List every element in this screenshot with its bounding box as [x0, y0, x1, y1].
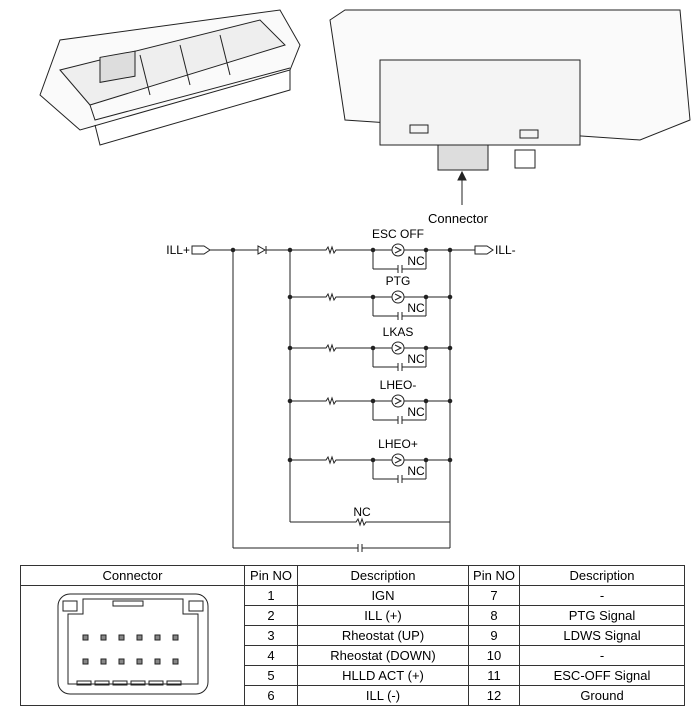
nc-resistor-label: NC	[353, 505, 371, 519]
lamp-label: LHEO-	[380, 378, 417, 392]
resistor-icon	[352, 517, 368, 527]
pin-description: ESC-OFF Signal	[519, 665, 685, 686]
lamp-arrow	[394, 456, 403, 464]
pin-description: -	[519, 645, 685, 666]
pin-number: 3	[244, 625, 298, 646]
junction	[447, 345, 453, 351]
switch-illustration-front	[39, 9, 301, 146]
lamp-label: ESC OFF	[372, 227, 424, 241]
pin-description: Ground	[519, 685, 685, 706]
lamp-arrow	[394, 397, 403, 405]
pin-number: 6	[244, 685, 298, 706]
nc-label: NC	[407, 405, 425, 419]
junction	[447, 294, 453, 300]
pin-description: Rheostat (UP)	[297, 625, 469, 646]
nc-label: NC	[407, 254, 425, 268]
pin-description: IGN	[297, 585, 469, 606]
pin-number: 1	[244, 585, 298, 606]
nc-label: NC	[407, 352, 425, 366]
nc-label: NC	[407, 464, 425, 478]
ill-plus-label: ILL+	[166, 243, 190, 257]
junction	[447, 398, 453, 404]
pin-number: 11	[468, 665, 520, 686]
lamp-label: LHEO+	[378, 437, 418, 451]
capacitor-icon	[397, 312, 403, 320]
pin-description: LDWS Signal	[519, 625, 685, 646]
pin-number: 9	[468, 625, 520, 646]
nc-label: NC	[407, 301, 425, 315]
lamp-icon	[391, 341, 405, 355]
diode-icon	[257, 245, 267, 255]
pin-description: PTG Signal	[519, 605, 685, 626]
diagram: Connector ILL+ ESC OFF NC PTG NC LKAS NC LHEO- N…	[39, 9, 691, 552]
pin-number: 12	[468, 685, 520, 706]
lamp-icon	[391, 394, 405, 408]
header-description: Description	[297, 565, 469, 586]
pin-description: ILL (+)	[297, 605, 469, 626]
header-description: Description	[519, 565, 685, 586]
capacitor-icon	[357, 544, 363, 552]
lamp-arrow	[394, 246, 403, 254]
ill-minus-label: ILL-	[495, 243, 516, 257]
pin-number: 7	[468, 585, 520, 606]
pin-number: 4	[244, 645, 298, 666]
resistor-icon	[322, 343, 338, 353]
terminal-icon	[191, 245, 211, 255]
resistor-icon	[322, 292, 338, 302]
lamp-label: PTG	[386, 274, 411, 288]
header-pin: Pin NO	[468, 565, 520, 586]
pin-number: 5	[244, 665, 298, 686]
connector-image	[20, 585, 245, 706]
terminal-icon	[474, 245, 494, 255]
resistor-icon	[322, 396, 338, 406]
pin-number: 2	[244, 605, 298, 626]
resistor-icon	[322, 455, 338, 465]
junction	[447, 457, 453, 463]
resistor-icon	[322, 245, 338, 255]
lamp-icon	[391, 243, 405, 257]
lamp-arrow	[394, 344, 403, 352]
pin-number: 8	[468, 605, 520, 626]
lamp-icon	[391, 290, 405, 304]
pin-description: -	[519, 585, 685, 606]
pin-description: Rheostat (DOWN)	[297, 645, 469, 666]
pin-number: 10	[468, 645, 520, 666]
capacitor-icon	[397, 265, 403, 273]
header-connector: Connector	[20, 565, 245, 586]
capacitor-icon	[397, 475, 403, 483]
header-pin: Pin NO	[244, 565, 298, 586]
switch-illustration-rear	[329, 9, 691, 205]
lamp-label: LKAS	[383, 325, 414, 339]
lamp-icon	[391, 453, 405, 467]
pin-description: ILL (-)	[297, 685, 469, 706]
lamp-arrow	[394, 293, 403, 301]
circuit: ILL+ ESC OFF NC PTG NC LKAS NC LHEO- NC LHEO+ NC IL…	[166, 227, 516, 552]
capacitor-icon	[397, 416, 403, 424]
connector-callout: Connector	[428, 211, 489, 226]
pin-description: HLLD ACT (+)	[297, 665, 469, 686]
capacitor-icon	[397, 363, 403, 371]
